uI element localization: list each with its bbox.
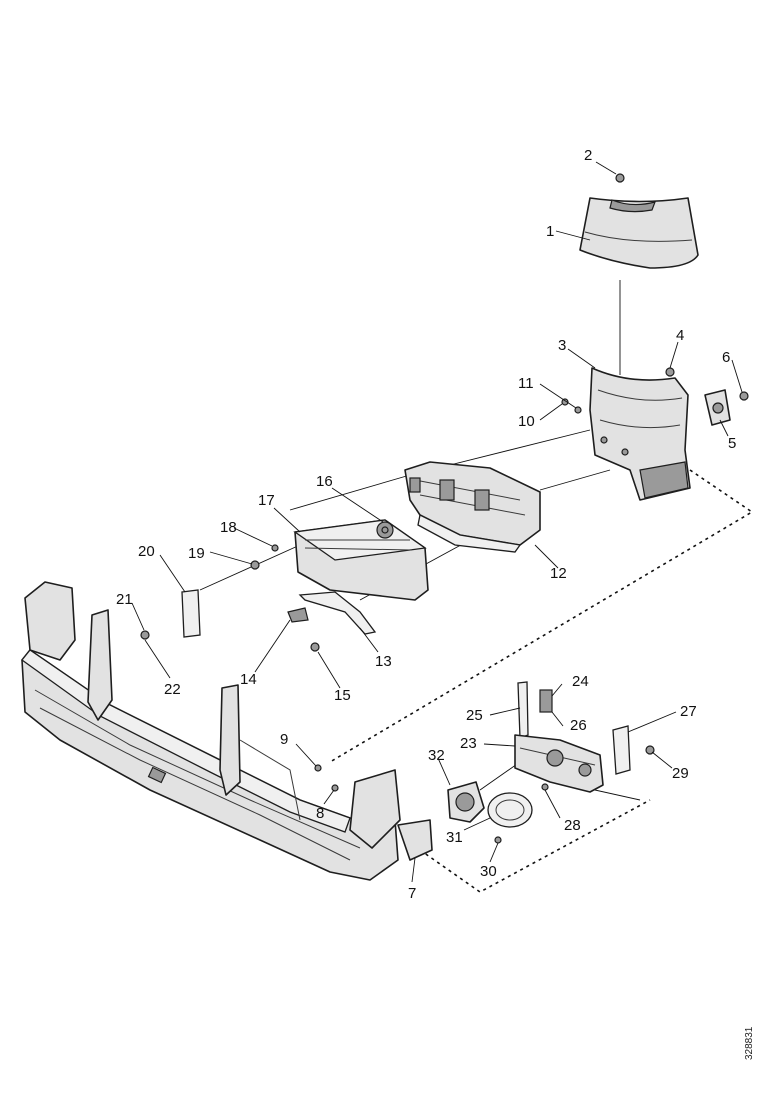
callout-30: 30: [480, 863, 497, 880]
main-bumper-assembly: [21, 581, 433, 881]
part-6-screw: [739, 391, 749, 401]
callout-labels: 1 2 3 4 5 6 7 8 9 10 11 12 13 14 15 16 1…: [116, 147, 736, 902]
callout-27: 27: [680, 703, 697, 720]
callout-16: 16: [316, 473, 333, 490]
part-2-screw: [615, 173, 625, 183]
part-1-upper-cover: [579, 197, 699, 269]
part-15-screw: [310, 642, 320, 652]
part-32-fog-lamp: [447, 781, 485, 823]
callout-20: 20: [138, 543, 155, 560]
callout-leaders: [131, 161, 743, 883]
callout-19: 19: [188, 545, 205, 562]
callout-21: 21: [116, 591, 133, 608]
part-21-22-fasteners: [140, 630, 171, 679]
callout-24: 24: [572, 673, 589, 690]
callout-31: 31: [446, 829, 463, 846]
part-3-support-bracket: [589, 367, 691, 501]
callout-4: 4: [676, 327, 684, 344]
callout-22: 22: [164, 681, 181, 698]
callout-5: 5: [728, 435, 736, 452]
callout-3: 3: [558, 337, 566, 354]
callout-8: 8: [316, 805, 324, 822]
callout-26: 26: [570, 717, 587, 734]
part-30-screw: [494, 836, 502, 844]
part-12-center-housing: [404, 461, 541, 553]
callout-14: 14: [240, 671, 257, 688]
callout-15: 15: [334, 687, 351, 704]
part-14-clip: [287, 607, 309, 623]
callout-7: 7: [408, 885, 416, 902]
part-13-lower-bracket: [298, 591, 377, 635]
callout-10: 10: [518, 413, 535, 430]
callout-25: 25: [466, 707, 483, 724]
callout-12: 12: [550, 565, 567, 582]
callout-2: 2: [584, 147, 592, 164]
part-27-bracket: [612, 725, 631, 775]
part-24-clip: [539, 689, 553, 713]
callout-32: 32: [428, 747, 445, 764]
callout-6: 6: [722, 349, 730, 366]
callout-23: 23: [460, 735, 477, 752]
part-31-lamp-bezel: [487, 792, 533, 828]
callout-18: 18: [220, 519, 237, 536]
part-16-clip: [381, 526, 389, 534]
part-18-19-fasteners: [250, 544, 279, 570]
callout-17: 17: [258, 492, 275, 509]
callout-28: 28: [564, 817, 581, 834]
part-17-grille-assembly: [293, 519, 429, 601]
callout-1: 1: [546, 223, 554, 240]
part-28-clip: [541, 783, 549, 791]
callout-13: 13: [375, 653, 392, 670]
part-23-lamp-housing: [514, 734, 604, 793]
reference-code: 328831: [744, 1026, 755, 1060]
part-4-clip: [665, 367, 675, 377]
callout-29: 29: [672, 765, 689, 782]
part-20-vertical-brace: [181, 589, 201, 638]
part-8-9-fasteners: [314, 764, 339, 792]
callout-11: 11: [518, 375, 534, 392]
callout-9: 9: [280, 731, 288, 748]
part-25-vertical-bracket: [517, 681, 529, 739]
part-10-11-fasteners: [561, 398, 582, 414]
part-5-bracket-mount: [704, 389, 731, 426]
